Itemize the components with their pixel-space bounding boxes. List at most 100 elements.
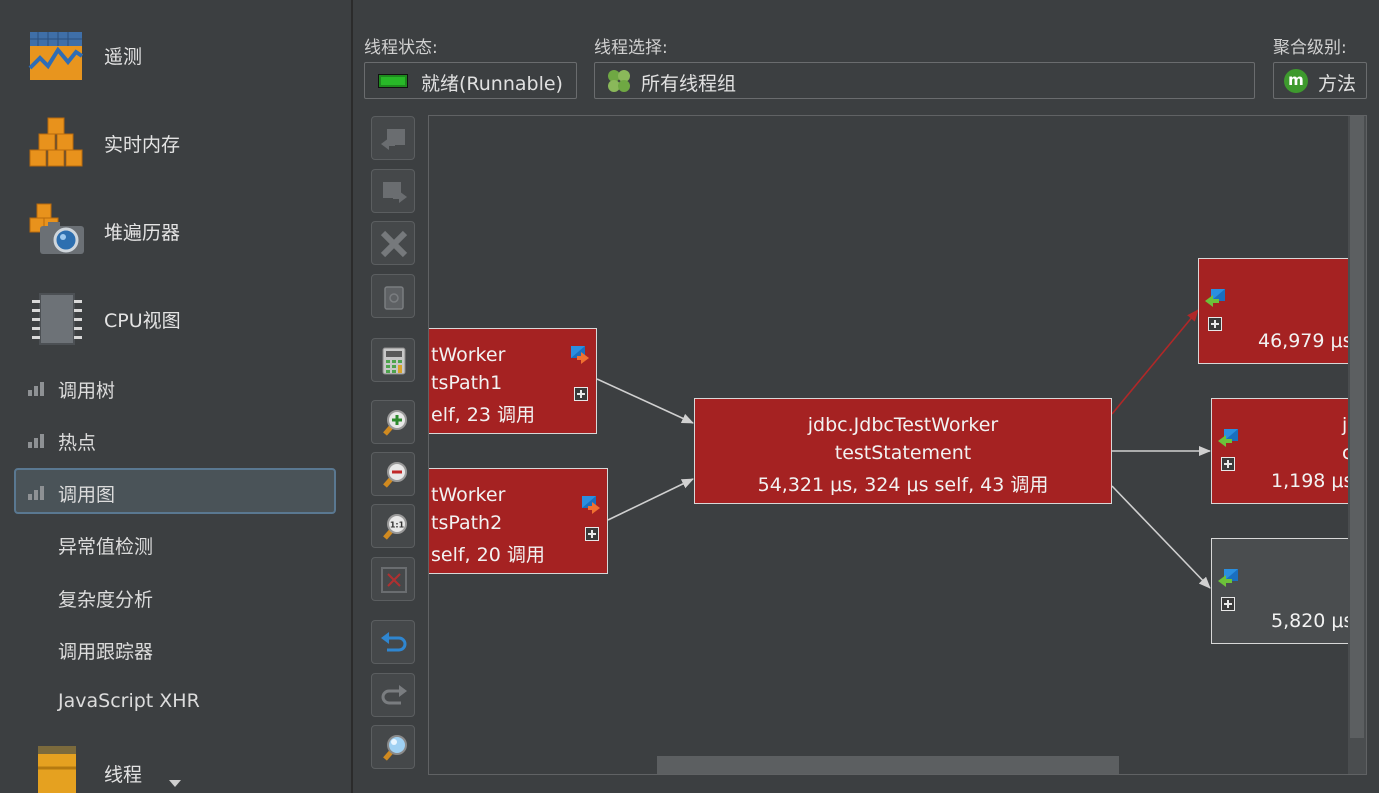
zoom-100-button[interactable]: 1:1 [371, 504, 415, 548]
node-text: tsPath2 [431, 512, 503, 534]
sidebar-item-complexity-analysis[interactable]: 复杂度分析 [58, 589, 154, 611]
edge-main-callee3 [1111, 485, 1211, 589]
thread-state-label: 线程状态: [364, 38, 438, 58]
forward-button[interactable] [371, 169, 415, 213]
node-timing: 1,198 μs [1271, 470, 1354, 492]
find-button[interactable] [371, 725, 415, 769]
forward-icon [383, 182, 407, 203]
method-incoming-icon [1205, 289, 1225, 307]
live-memory-icon [29, 117, 83, 167]
delete-button[interactable] [371, 274, 415, 318]
node-timing: 54,321 μs, 324 μs self, 43 调用 [757, 474, 1049, 496]
graph-node-caller1[interactable]: tWorker tsPath1 elf, 23 调用 [429, 328, 597, 434]
undo-button[interactable] [371, 620, 415, 664]
edge-main-callee1 [1111, 309, 1199, 415]
zoom-out-button[interactable] [371, 452, 415, 496]
sidebar-item-threads[interactable]: 线程 [0, 736, 351, 793]
thread-select-value: 所有线程组 [641, 73, 737, 95]
sidebar-item-call-tracer[interactable]: 调用跟踪器 [58, 641, 154, 663]
horizontal-scrollbar-thumb[interactable] [657, 756, 1119, 774]
scroll-down-icon[interactable] [169, 780, 181, 788]
sidebar-item-label: 堆遍历器 [104, 222, 181, 244]
aggregation-selector[interactable]: m 方法 [1273, 62, 1367, 99]
bar-chart-icon [28, 434, 44, 448]
node-text: elf, 23 调用 [431, 404, 535, 426]
sidebar-item-cpu-views[interactable]: CPU视图 [0, 276, 351, 356]
sidebar-item-label: 实时内存 [104, 134, 181, 156]
heap-walker-icon [29, 203, 84, 254]
sidebar-divider[interactable] [351, 0, 353, 793]
svg-text:1:1: 1:1 [390, 521, 405, 530]
node-timing: 5,820 μs [1271, 610, 1354, 632]
remove-button[interactable] [371, 221, 415, 265]
sidebar-item-label: 线程 [104, 764, 143, 786]
zoom-out-icon [383, 462, 407, 488]
sidebar-item-label: CPU视图 [104, 310, 181, 332]
method-incoming-icon [1218, 569, 1238, 587]
sidebar-item-call-graph[interactable]: 调用图 [14, 468, 336, 514]
sidebar-item-label: 遥测 [104, 46, 143, 68]
node-text: tWorker [431, 484, 506, 506]
zoom-in-icon [383, 410, 407, 436]
runnable-status-icon [378, 74, 408, 88]
node-text: c [1342, 442, 1352, 464]
graph-node-main[interactable]: jdbc.JdbcTestWorker testStatement 54,321… [694, 398, 1112, 504]
back-icon [381, 129, 405, 150]
vertical-scrollbar-thumb[interactable] [1350, 116, 1364, 738]
fit-graph-icon [381, 567, 407, 593]
node-method-name: testStatement [834, 442, 972, 464]
node-timing: 46,979 μs [1258, 330, 1353, 352]
call-graph-canvas[interactable]: tWorker tsPath1 elf, 23 调用 tWorker tsPat… [428, 115, 1367, 775]
zoom-in-button[interactable] [371, 400, 415, 444]
node-class-name: jdbc.JdbcTestWorker [807, 414, 999, 436]
sidebar-item-label: 热点 [58, 432, 97, 454]
graph-node-caller2[interactable]: tWorker tsPath2 self, 20 调用 [429, 468, 608, 574]
bar-chart-icon [28, 486, 44, 500]
sidebar-item-outlier-detection[interactable]: 异常值检测 [58, 536, 154, 558]
edge-caller1-main [596, 378, 694, 424]
thread-group-icon [608, 70, 630, 92]
telemetry-icon [28, 32, 84, 80]
sidebar-item-javascript-xhr[interactable]: JavaScript XHR [58, 690, 200, 712]
graph-node-callee1[interactable]: 46,979 μs [1198, 258, 1366, 364]
method-outgoing-icon [582, 496, 600, 514]
redo-button[interactable] [371, 673, 415, 717]
remove-icon [380, 230, 408, 258]
graph-node-callee3[interactable]: 5,820 μs [1211, 538, 1366, 644]
expand-node-icon[interactable] [1221, 597, 1235, 611]
expand-node-icon[interactable] [574, 387, 588, 401]
thread-select-label: 线程选择: [594, 38, 668, 58]
threads-icon [38, 746, 76, 793]
node-text: self, 20 调用 [431, 544, 545, 566]
sidebar-item-call-tree[interactable]: 调用树 [14, 364, 336, 410]
find-icon [383, 735, 407, 761]
undo-icon [381, 632, 407, 652]
cpu-chip-icon [32, 293, 82, 345]
aggregation-label: 聚合级别: [1273, 38, 1347, 58]
expand-node-icon[interactable] [1208, 317, 1222, 331]
aggregation-value: 方法 [1318, 73, 1357, 95]
sidebar-item-telemetry[interactable]: 遥测 [0, 14, 351, 94]
back-button[interactable] [371, 116, 415, 160]
node-text: tWorker [431, 344, 506, 366]
sidebar-item-label: 调用图 [58, 484, 116, 506]
sidebar-item-heap-walker[interactable]: 堆遍历器 [0, 188, 351, 268]
thread-state-value: 就绪(Runnable) [421, 73, 563, 95]
fit-graph-button[interactable] [371, 557, 415, 601]
sidebar: 遥测 实时内存 堆遍历器 [0, 0, 351, 793]
sidebar-item-hot-spots[interactable]: 热点 [14, 416, 336, 462]
sidebar-item-live-memory[interactable]: 实时内存 [0, 102, 351, 182]
zoom-100-icon: 1:1 [383, 514, 407, 540]
expand-node-icon[interactable] [1221, 457, 1235, 471]
thread-selector[interactable]: 所有线程组 [594, 62, 1255, 99]
expand-node-icon[interactable] [585, 527, 599, 541]
graph-node-callee2[interactable]: j c 1,198 μs [1211, 398, 1366, 504]
method-outgoing-icon [571, 346, 589, 364]
calculator-icon [382, 347, 406, 375]
trash-icon [384, 286, 404, 310]
statistics-button[interactable] [371, 338, 415, 382]
thread-state-selector[interactable]: 就绪(Runnable) [364, 62, 577, 99]
method-badge-icon: m [1284, 69, 1308, 93]
redo-icon [381, 685, 407, 705]
node-text: j [1342, 414, 1348, 436]
